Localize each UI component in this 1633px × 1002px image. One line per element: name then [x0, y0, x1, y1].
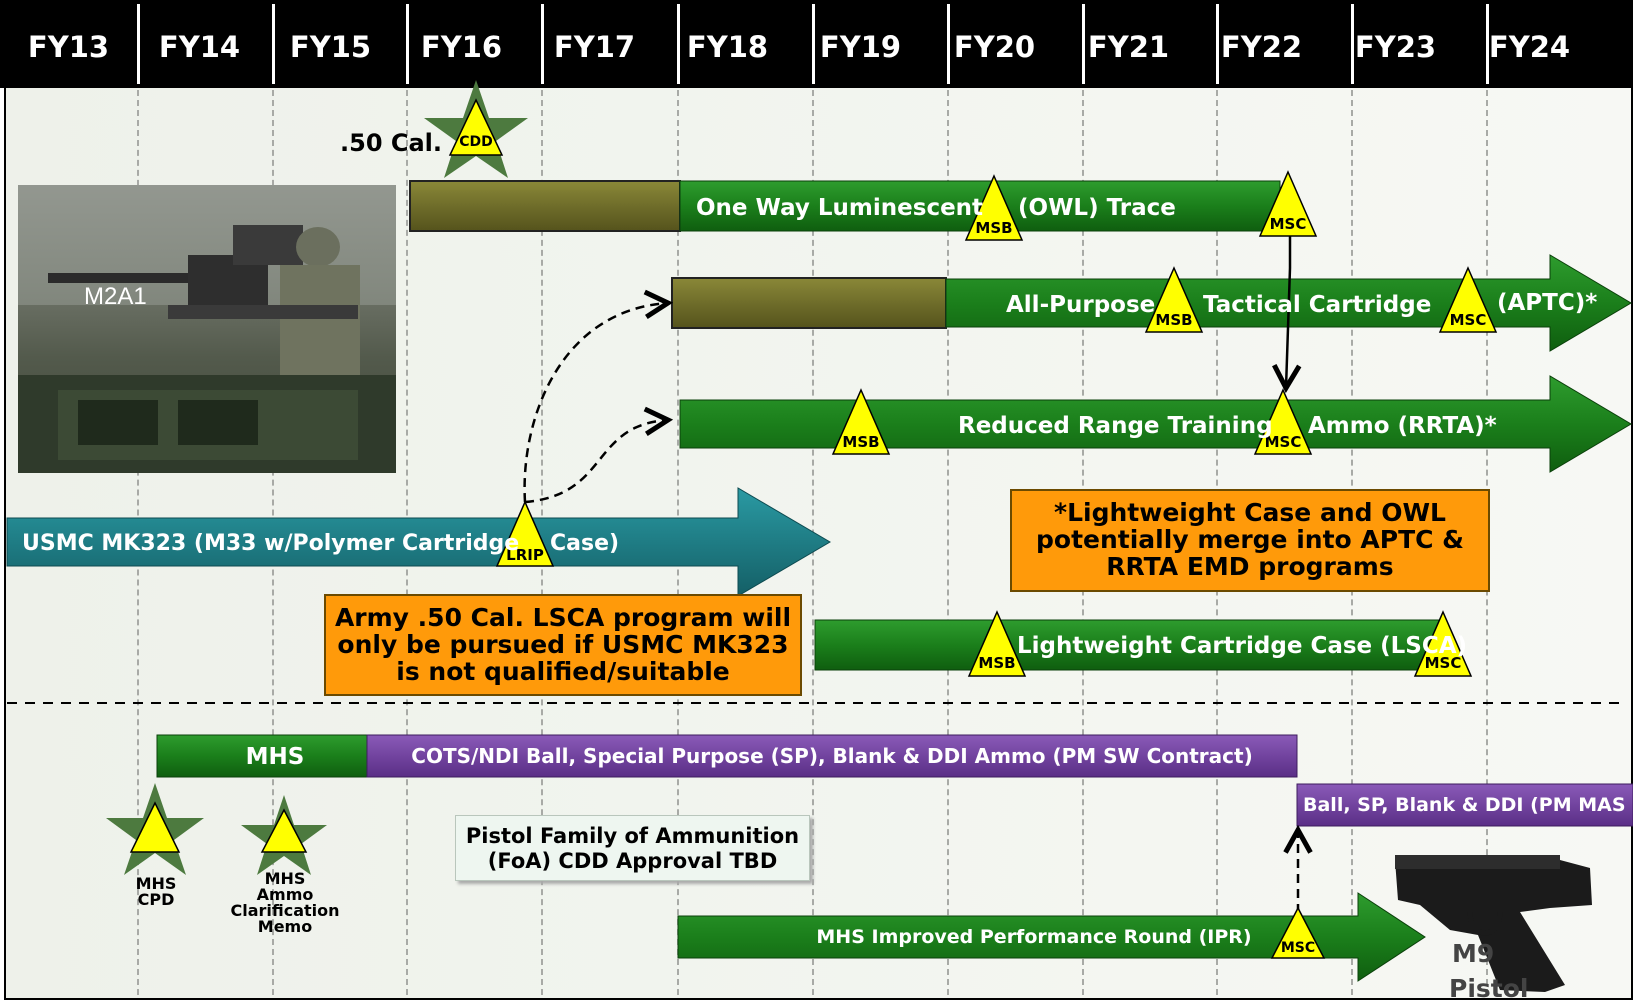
usmc-lrip-milestone: [495, 500, 555, 567]
usmc-label-a: USMC MK323 (M33 w/Polymer Cartridge: [22, 531, 519, 556]
event-line: Ammo: [256, 885, 314, 904]
ipr-msc-milestone: [1270, 906, 1326, 959]
year-fy14: FY14: [158, 30, 241, 64]
mhs-cpd-triangle: [129, 801, 181, 853]
year-fy22: FY22: [1220, 30, 1303, 64]
owl-msb-milestone: [964, 174, 1024, 241]
m9-pistol-label: Pistol: [1449, 974, 1528, 1002]
year-fy13: FY13: [27, 30, 110, 64]
cdd-triangle: [448, 98, 504, 156]
event-line: MHS: [135, 874, 177, 893]
year-fy23: FY23: [1354, 30, 1437, 64]
lsca-msc-label: MSC: [1425, 654, 1462, 672]
note-line: *Lightweight Case and OWL: [1054, 498, 1446, 527]
year-fy21: FY21: [1087, 30, 1170, 64]
pistol-foa-note: Pistol Family of Ammunition (FoA) CDD Ap…: [455, 815, 810, 881]
year-fy16: FY16: [420, 30, 503, 64]
year-fy19: FY19: [819, 30, 902, 64]
ball-sp-bar: [1296, 783, 1633, 827]
rrta-msb-milestone: [831, 388, 891, 455]
owl-olive-bar: [409, 180, 681, 232]
lsca-label: Lightweight Cartridge Case (LSCA): [1017, 633, 1467, 659]
lsca-msc-milestone: [1413, 610, 1473, 677]
fiscal-year-header: FY13 FY14 FY15 FY16 FY17 FY18 FY19 FY20 …: [0, 0, 1633, 88]
cots-bar: [366, 734, 1298, 778]
ipr-label: MHS Improved Performance Round (IPR): [816, 926, 1251, 948]
year-fy17: FY17: [553, 30, 636, 64]
army-lsca-note: Army .50 Cal. LSCA program will only be …: [324, 594, 802, 696]
m9-pistol-image: [1395, 855, 1592, 992]
ipr-msc-label: MSC: [1281, 940, 1315, 956]
year-fy15: FY15: [289, 30, 372, 64]
lightweight-merge-note: *Lightweight Case and OWL potentially me…: [1010, 489, 1490, 592]
note-line: Army .50 Cal. LSCA program will: [334, 603, 792, 632]
event-line: Memo: [257, 917, 313, 936]
event-line: CPD: [137, 890, 175, 909]
owl-msc-label: MSC: [1270, 215, 1307, 233]
lsca-msb-label: MSB: [978, 654, 1015, 672]
ball-sp-label: Ball, SP, Blank & DDI (PM MAS Co: [1303, 794, 1633, 816]
lsca-msb-milestone: [967, 610, 1027, 677]
owl-msc-milestone: [1258, 170, 1318, 237]
note-line: (FoA) CDD Approval TBD: [487, 849, 778, 873]
mhs-cpd-label: MHS CPD: [120, 876, 192, 908]
aptc-label-b: Tactical Cartridge: [1203, 292, 1431, 318]
note-line: is not qualified/suitable: [396, 657, 730, 686]
note-line: potentially merge into APTC &: [1036, 525, 1464, 554]
rrta-label-b: Ammo (RRTA)*: [1308, 413, 1497, 439]
cal50-label: .50 Cal.: [340, 129, 443, 157]
aptc-label-a: All-Purpose: [1006, 292, 1155, 318]
lrip-to-rrta-arrow: [524, 420, 668, 504]
rrta-label-a: Reduced Range Training: [958, 413, 1273, 439]
lrip-to-aptc-arrow: [523, 303, 668, 503]
aptc-msb-label: MSB: [1155, 311, 1192, 329]
owl-msb-label: MSB: [975, 219, 1012, 237]
lsca-bar: [814, 619, 1446, 671]
cdd-label: CDD: [459, 134, 493, 150]
note-line: RRTA EMD programs: [1106, 552, 1394, 581]
rrta-msc-label: MSC: [1265, 433, 1302, 451]
mhs-memo-triangle: [260, 808, 308, 853]
mhs-label: MHS: [246, 744, 305, 770]
mhs-memo-label: MHS Ammo Clarification Memo: [226, 871, 344, 935]
owl-to-rrta-arrow: [1286, 236, 1290, 388]
note-line: Pistol Family of Ammunition: [465, 824, 800, 848]
mhs-bar: [156, 734, 368, 778]
ipr-arrow: [677, 892, 1426, 982]
rrta-msb-label: MSB: [842, 433, 879, 451]
aptc-msb-milestone: [1144, 266, 1204, 333]
aptc-olive-bar: [671, 277, 947, 329]
aptc-msc-label: MSC: [1450, 311, 1487, 329]
year-fy20: FY20: [953, 30, 1036, 64]
rrta-msc-milestone: [1253, 388, 1313, 455]
lrip-label: LRIP: [506, 546, 544, 564]
usmc-mk323-arrow: [6, 487, 831, 597]
owl-suffix-label: (OWL) Trace: [1018, 195, 1176, 221]
usmc-label-b: Case): [550, 531, 619, 556]
m2a1-label: M2A1: [84, 283, 147, 310]
year-fy24: FY24: [1488, 30, 1571, 64]
gridline: [947, 90, 949, 995]
m2a1-photo: M2A1: [18, 185, 396, 473]
note-line: only be pursued if USMC MK323: [337, 630, 789, 659]
event-line: MHS: [264, 869, 306, 888]
aptc-msc-milestone: [1438, 266, 1498, 333]
year-fy18: FY18: [686, 30, 769, 64]
rrta-arrow: [679, 375, 1632, 473]
cots-label: COTS/NDI Ball, Special Purpose (SP), Bla…: [411, 744, 1252, 768]
event-line: Clarification: [230, 901, 340, 920]
aptc-label-c: (APTC)*: [1497, 290, 1597, 316]
m9-label: M9: [1452, 939, 1494, 968]
owl-label: One Way Luminescent: [696, 195, 983, 221]
